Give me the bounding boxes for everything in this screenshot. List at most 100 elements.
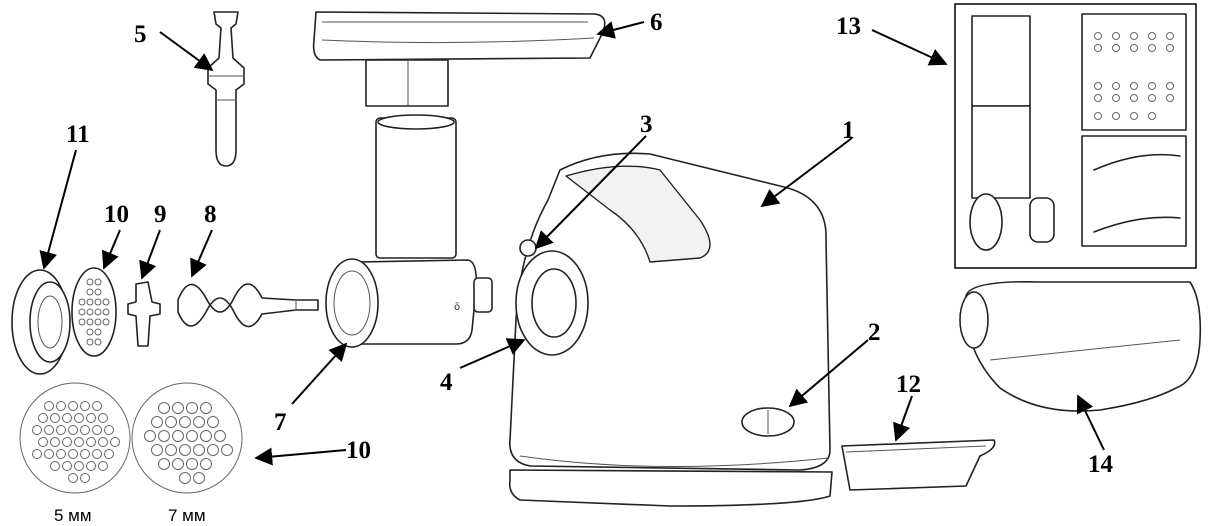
ring-nut-part: [11, 269, 71, 375]
plate-hole: [50, 413, 60, 423]
plate-hole: [38, 437, 48, 447]
slicer-hole: [1094, 112, 1102, 120]
slicer-hole: [1112, 82, 1120, 90]
plate-hole: [179, 444, 191, 456]
plate-hole: [207, 416, 219, 428]
plate-hole: [186, 430, 198, 442]
callout-12: 12: [896, 371, 921, 398]
plate-hole: [200, 430, 212, 442]
grinding-plate-part: [71, 267, 117, 357]
plate-hole: [86, 278, 94, 286]
slicer-hole: [1130, 44, 1138, 52]
arrow-2: [788, 339, 869, 408]
svg-text:ō: ō: [454, 302, 460, 313]
slicer-hole: [1130, 94, 1138, 102]
slicer-hole: [1094, 82, 1102, 90]
arrow-6: [596, 21, 645, 39]
callout-11: 11: [66, 121, 90, 148]
callout-5: 5: [134, 21, 147, 48]
plate-hole: [78, 318, 86, 326]
plate-hole: [98, 413, 108, 423]
arrow-7: [291, 342, 348, 405]
plate-hole: [214, 430, 226, 442]
plate-hole: [94, 338, 102, 346]
plate-hole: [86, 461, 96, 471]
drum-part: [959, 280, 1202, 412]
slicer-hole: [1112, 44, 1120, 52]
plate-hole: [78, 308, 86, 316]
callout-10-bottom: 10: [346, 437, 371, 464]
plate-hole: [172, 430, 184, 442]
plate-hole: [92, 449, 102, 459]
plate-hole: [165, 444, 177, 456]
plate-hole: [158, 430, 170, 442]
arrow-3: [534, 135, 647, 250]
plate-hole: [200, 402, 212, 414]
plate-hole: [94, 328, 102, 336]
plate-hole: [144, 430, 156, 442]
slicer-hole: [1112, 32, 1120, 40]
plate-hole: [221, 444, 233, 456]
arrow-13: [871, 29, 948, 66]
callout-7: 7: [274, 409, 287, 436]
plate-hole: [207, 444, 219, 456]
slicer-hole: [1112, 94, 1120, 102]
plate-hole: [98, 461, 108, 471]
plate-7mm: [131, 382, 243, 494]
plate-hole: [86, 288, 94, 296]
plate-hole: [62, 437, 72, 447]
slicer-hole: [1166, 44, 1174, 52]
plate-hole: [38, 413, 48, 423]
slicer-hole: [1130, 82, 1138, 90]
plate-hole: [94, 318, 102, 326]
plate-hole: [86, 308, 94, 316]
slicer-hole: [1130, 32, 1138, 40]
plate-hole: [32, 425, 42, 435]
plate-hole: [102, 308, 110, 316]
plate-hole: [74, 437, 84, 447]
plate-hole: [193, 472, 205, 484]
plate-hole: [158, 458, 170, 470]
plate-hole: [158, 402, 170, 414]
arrow-9: [139, 229, 161, 280]
plate-hole: [32, 449, 42, 459]
slicer-hole: [1094, 94, 1102, 102]
auger-screw-part: [177, 283, 319, 328]
plate-hole: [80, 401, 90, 411]
callout-4: 4: [440, 369, 453, 396]
arrow-12: [893, 395, 913, 442]
plate-hole: [172, 402, 184, 414]
plate-hole: [50, 437, 60, 447]
plate-hole: [62, 461, 72, 471]
slicer-set-box: [954, 3, 1197, 269]
caption-5mm: 5 мм: [54, 506, 92, 525]
plate-hole: [80, 473, 90, 483]
plate-hole: [102, 318, 110, 326]
plate-5mm: [19, 382, 131, 494]
plate-hole: [151, 444, 163, 456]
plate-hole: [68, 473, 78, 483]
plate-hole: [86, 318, 94, 326]
plate-hole: [102, 298, 110, 306]
plate-hole: [179, 472, 191, 484]
plate-hole: [86, 328, 94, 336]
plate-hole: [62, 413, 72, 423]
callout-9: 9: [154, 201, 167, 228]
arrow-14: [1076, 394, 1105, 451]
callout-labels: 1 2 3 4 5 6 7 8 9 10 10 11 12 13 14: [66, 9, 1114, 478]
plate-hole: [86, 338, 94, 346]
slicer-hole: [1166, 94, 1174, 102]
plate-hole: [68, 449, 78, 459]
slicer-hole: [1148, 82, 1156, 90]
plate-hole: [98, 437, 108, 447]
plate-hole: [56, 401, 66, 411]
plate-hole: [193, 444, 205, 456]
plate-hole: [172, 458, 184, 470]
plate-hole: [44, 449, 54, 459]
plate-hole: [80, 449, 90, 459]
slicer-hole: [1148, 32, 1156, 40]
plate-hole: [56, 425, 66, 435]
plate-hole: [50, 461, 60, 471]
arrow-1: [760, 137, 853, 208]
